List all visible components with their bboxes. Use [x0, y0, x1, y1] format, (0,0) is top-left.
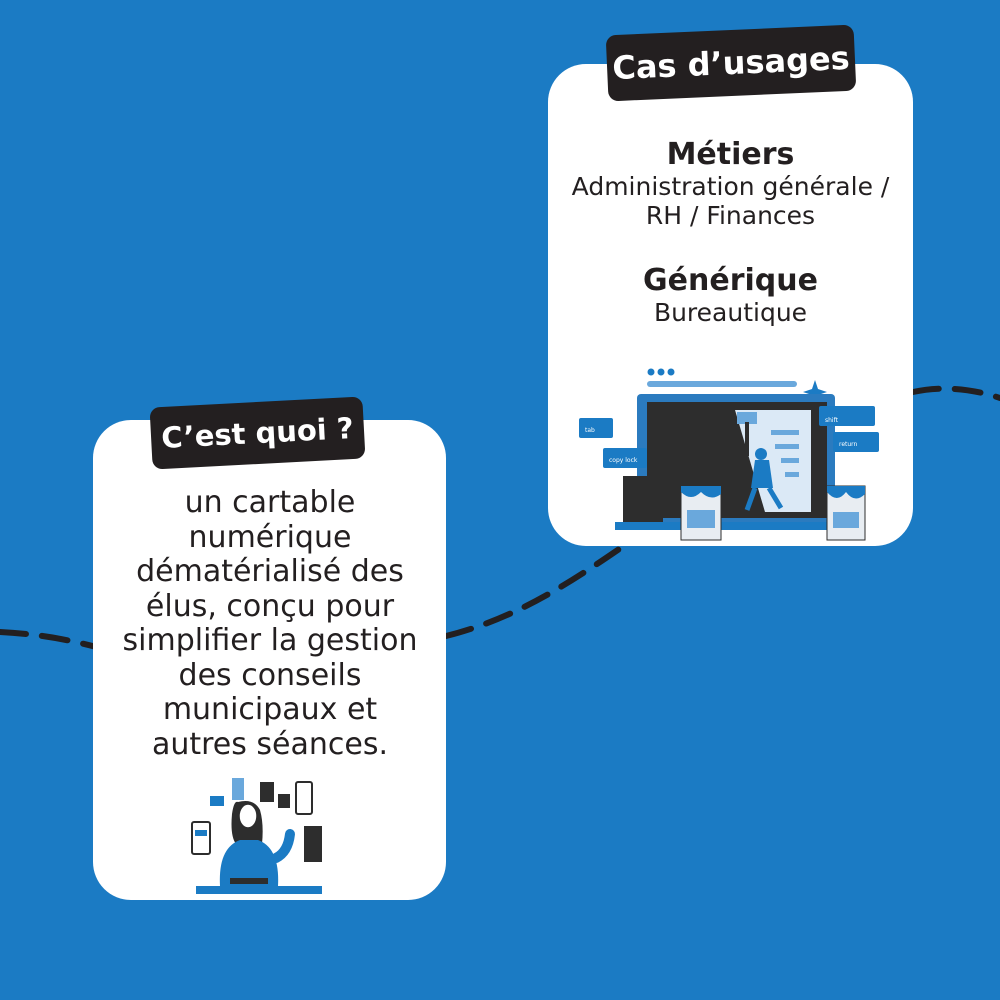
description-line: numérique — [188, 519, 352, 555]
metiers-section: Métiers Administration générale / RH / F… — [548, 137, 913, 231]
key-label-copy-lock: copy lock — [609, 457, 638, 464]
metiers-heading: Métiers — [666, 137, 795, 172]
key-label-tab: tab — [585, 427, 595, 434]
woman-with-devices-illustration — [191, 778, 322, 894]
description-line: élus, conçu pour — [145, 588, 395, 624]
description-line: dématérialisé des — [136, 554, 404, 589]
website-editing-illustration: tab copy lock shift return — [579, 368, 879, 541]
description-line: municipaux et — [162, 692, 378, 727]
generique-heading: Générique — [643, 263, 818, 298]
metiers-text-line1: Administration générale / — [571, 172, 890, 201]
description-line: simplifier la gestion — [122, 623, 418, 658]
quoi-tag: C’est quoi ? — [149, 396, 366, 470]
metiers-text-line2: RH / Finances — [645, 201, 816, 230]
description-line: autres séances. — [151, 726, 389, 762]
description-line: un cartable — [184, 485, 356, 520]
key-label-shift: shift — [825, 417, 839, 424]
description-line: des conseils — [178, 657, 362, 693]
description-text: un cartable numérique dématérialisé des … — [110, 485, 430, 762]
key-label-return: return — [839, 441, 858, 448]
usages-tag: Cas d’usages — [605, 24, 857, 102]
generique-text: Bureautique — [653, 298, 808, 327]
quoi-card — [93, 420, 446, 900]
generique-section: Générique Bureautique — [548, 263, 913, 328]
